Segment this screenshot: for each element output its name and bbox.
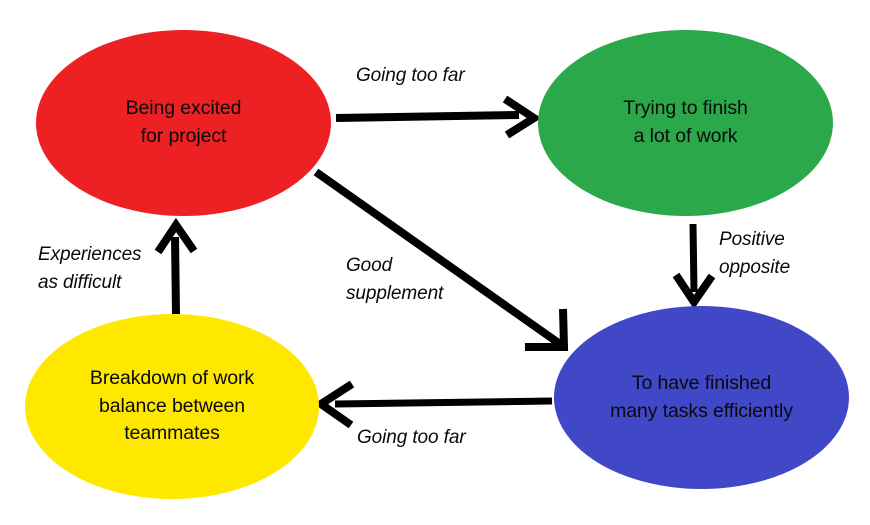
node-to-have-finished-many-tasks-efficiently[interactable]: To have finished many tasks efficiently [554, 306, 849, 489]
arrow-tasks-to-breakdown [313, 380, 553, 429]
arrow-finish-to-tasks [672, 223, 716, 310]
edge-label-positive-opposite: Positive opposite [719, 229, 791, 278]
node-label: Being excited for project [125, 97, 242, 147]
node-trying-to-finish-a-lot-of-work[interactable]: Trying to finish a lot of work [538, 30, 833, 216]
arrow-breakdown-to-excited [154, 217, 198, 315]
node-label: Breakdown of work balance between teamma… [89, 366, 255, 445]
node-label: Trying to finish a lot of work [623, 97, 748, 147]
node-label: To have finished many tasks efficiently [610, 371, 793, 422]
node-being-excited-for-project[interactable]: Being excited for project [36, 30, 331, 216]
arrow-excited-to-finish [335, 95, 542, 139]
node-breakdown-of-work-balance-between-teammates[interactable]: Breakdown of work balance between teamma… [25, 314, 319, 499]
arrow-excited-to-tasks [313, 168, 569, 351]
edge-label-going-too-far-bottom: Going too far [357, 427, 466, 448]
edge-label-experiences-as-difficult: Experiences as difficult [38, 244, 142, 293]
edge-label-good-supplement: Good supplement [346, 255, 444, 304]
edge-label-going-too-far-top: Going too far [356, 65, 465, 86]
